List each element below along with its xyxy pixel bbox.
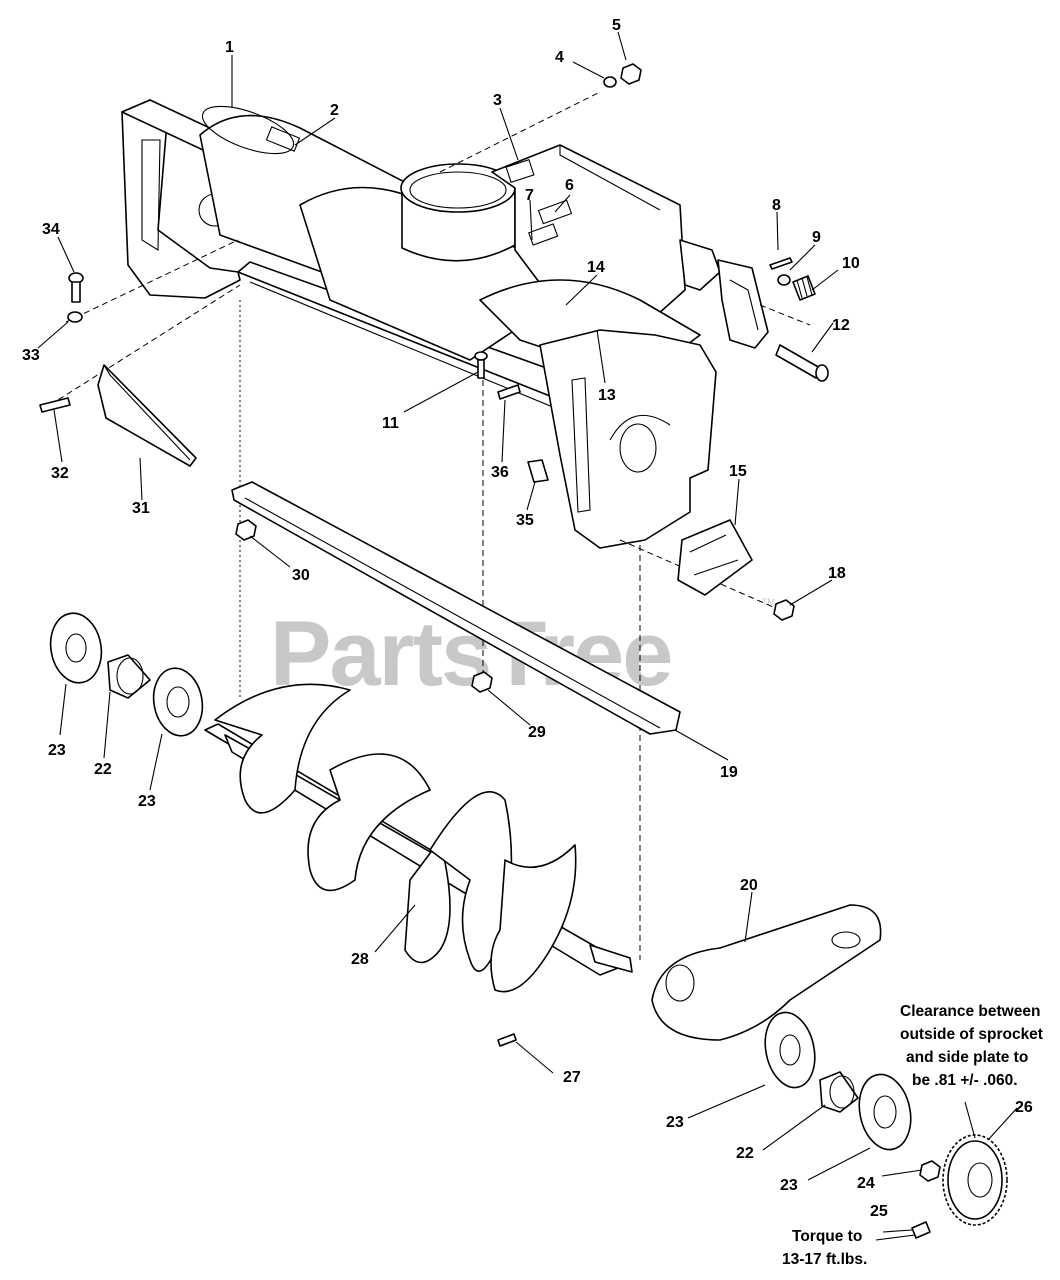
- callout-9: 9: [812, 229, 821, 246]
- nut-29: [471, 671, 493, 693]
- callout-23-right-inner: 23: [780, 1177, 798, 1194]
- callout-27: 27: [563, 1069, 581, 1086]
- callout-15: 15: [729, 463, 747, 480]
- watermark-trademark: TM: [762, 597, 775, 607]
- sprocket-26: [942, 1134, 1008, 1226]
- bolt-34-shank: [71, 281, 81, 303]
- clearance-note-line-3: and side plate to: [906, 1049, 1028, 1066]
- callout-7: 7: [525, 187, 534, 204]
- callout-5: 5: [612, 17, 621, 34]
- callout-24: 24: [857, 1175, 875, 1192]
- fitting-35: [527, 459, 549, 483]
- carriage-bolt-11-shank: [477, 359, 485, 379]
- torque-note: Torque to 13-17 ft.lbs.: [782, 1228, 867, 1268]
- callout-1: 1: [225, 39, 234, 56]
- nut-18: [773, 599, 795, 621]
- auger-housing: [121, 99, 769, 549]
- clearance-note-line-1: Clearance between: [900, 1003, 1040, 1020]
- pin-head-12: [815, 364, 829, 382]
- leader-lines: [37, 31, 1018, 1241]
- callout-10: 10: [842, 255, 860, 272]
- callout-22-right: 22: [736, 1145, 754, 1162]
- callout-12: 12: [832, 317, 850, 334]
- callout-23-right-outer: 23: [666, 1114, 684, 1131]
- flange-23-right-outer: [764, 1011, 816, 1089]
- callout-3: 3: [493, 92, 502, 109]
- bolt-32: [39, 397, 71, 413]
- clevis-pin-12: [775, 344, 821, 379]
- bearing-22-right: [819, 1071, 859, 1113]
- slide-shoe-15: [677, 519, 753, 596]
- carriage-bolt-11: [474, 351, 488, 361]
- spring-10: [792, 275, 816, 301]
- callout-30: 30: [292, 567, 310, 584]
- callout-34: 34: [42, 221, 60, 238]
- clearance-note: Clearance between outside of sprocket an…: [900, 1003, 1043, 1089]
- callout-8: 8: [772, 197, 781, 214]
- callout-14: 14: [587, 259, 605, 276]
- lockwasher-33: [67, 311, 83, 323]
- auger-28: [204, 683, 633, 993]
- callout-2: 2: [330, 102, 339, 119]
- callout-32: 32: [51, 465, 69, 482]
- nut-24: [919, 1160, 941, 1182]
- nut-5: [620, 63, 642, 85]
- bearing-22-left: [107, 654, 151, 699]
- callout-36: 36: [491, 464, 509, 481]
- callout-20: 20: [740, 877, 758, 894]
- bolt-25: [911, 1221, 931, 1239]
- shear-pin-27: [497, 1033, 517, 1047]
- callout-29: 29: [528, 724, 546, 741]
- callout-6: 6: [565, 177, 574, 194]
- callout-33: 33: [22, 347, 40, 364]
- torque-note-line-1: Torque to: [792, 1228, 862, 1245]
- callout-35: 35: [516, 512, 534, 529]
- callout-23-left-outer: 23: [48, 742, 66, 759]
- clearance-note-line-4: be .81 +/- .060.: [912, 1072, 1018, 1089]
- callout-18: 18: [828, 565, 846, 582]
- callout-19: 19: [720, 764, 738, 781]
- callout-22-left: 22: [94, 761, 112, 778]
- callout-31: 31: [132, 500, 150, 517]
- torque-note-line-2: 13-17 ft.lbs.: [782, 1251, 867, 1268]
- bolt-36: [497, 384, 521, 400]
- nut-30: [235, 519, 257, 541]
- clearance-note-line-2: outside of sprocket: [900, 1026, 1043, 1043]
- callout-28: 28: [351, 951, 369, 968]
- callout-25: 25: [870, 1203, 888, 1220]
- flange-23-left-inner: [152, 667, 204, 737]
- washer-9: [777, 274, 791, 286]
- flange-23-left-outer: [49, 612, 103, 684]
- side-plate-20: [651, 904, 882, 1041]
- callout-11: 11: [382, 415, 399, 432]
- pin-8: [769, 257, 793, 270]
- callout-26: 26: [1015, 1099, 1033, 1116]
- callout-13: 13: [598, 387, 616, 404]
- flange-23-right-inner: [858, 1073, 912, 1151]
- callout-23-left-inner: 23: [138, 793, 156, 810]
- washer-4: [603, 76, 617, 88]
- callout-4: 4: [555, 49, 564, 66]
- callout-labels: 1 2 3 4 5 6 7 8 9 10 11 12 13 14 15 18 1…: [22, 17, 1033, 1220]
